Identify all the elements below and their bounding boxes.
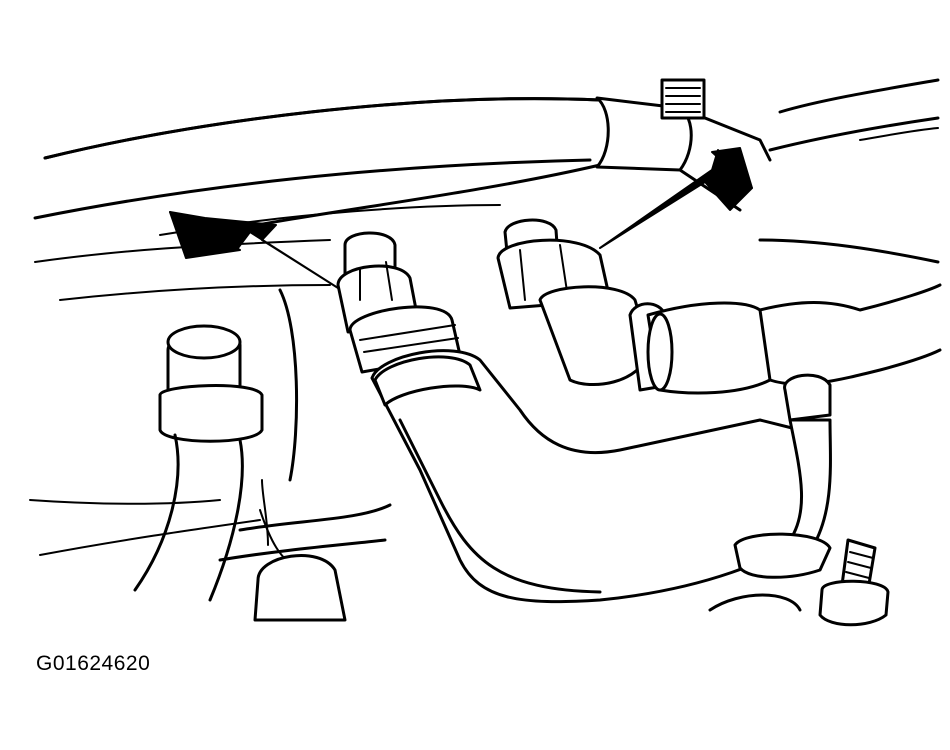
- right-pipe-clamp: [733, 283, 942, 579]
- arrow-left-icon: [169, 211, 339, 289]
- mounting-bolt: [708, 538, 890, 627]
- arrow-right-icon: [599, 147, 753, 249]
- left-pipe: [133, 324, 264, 602]
- bracket: [218, 288, 392, 571]
- sensor-connector: [253, 479, 347, 622]
- figure-code: G01624620: [36, 652, 151, 675]
- right-quick-connector: [496, 218, 772, 395]
